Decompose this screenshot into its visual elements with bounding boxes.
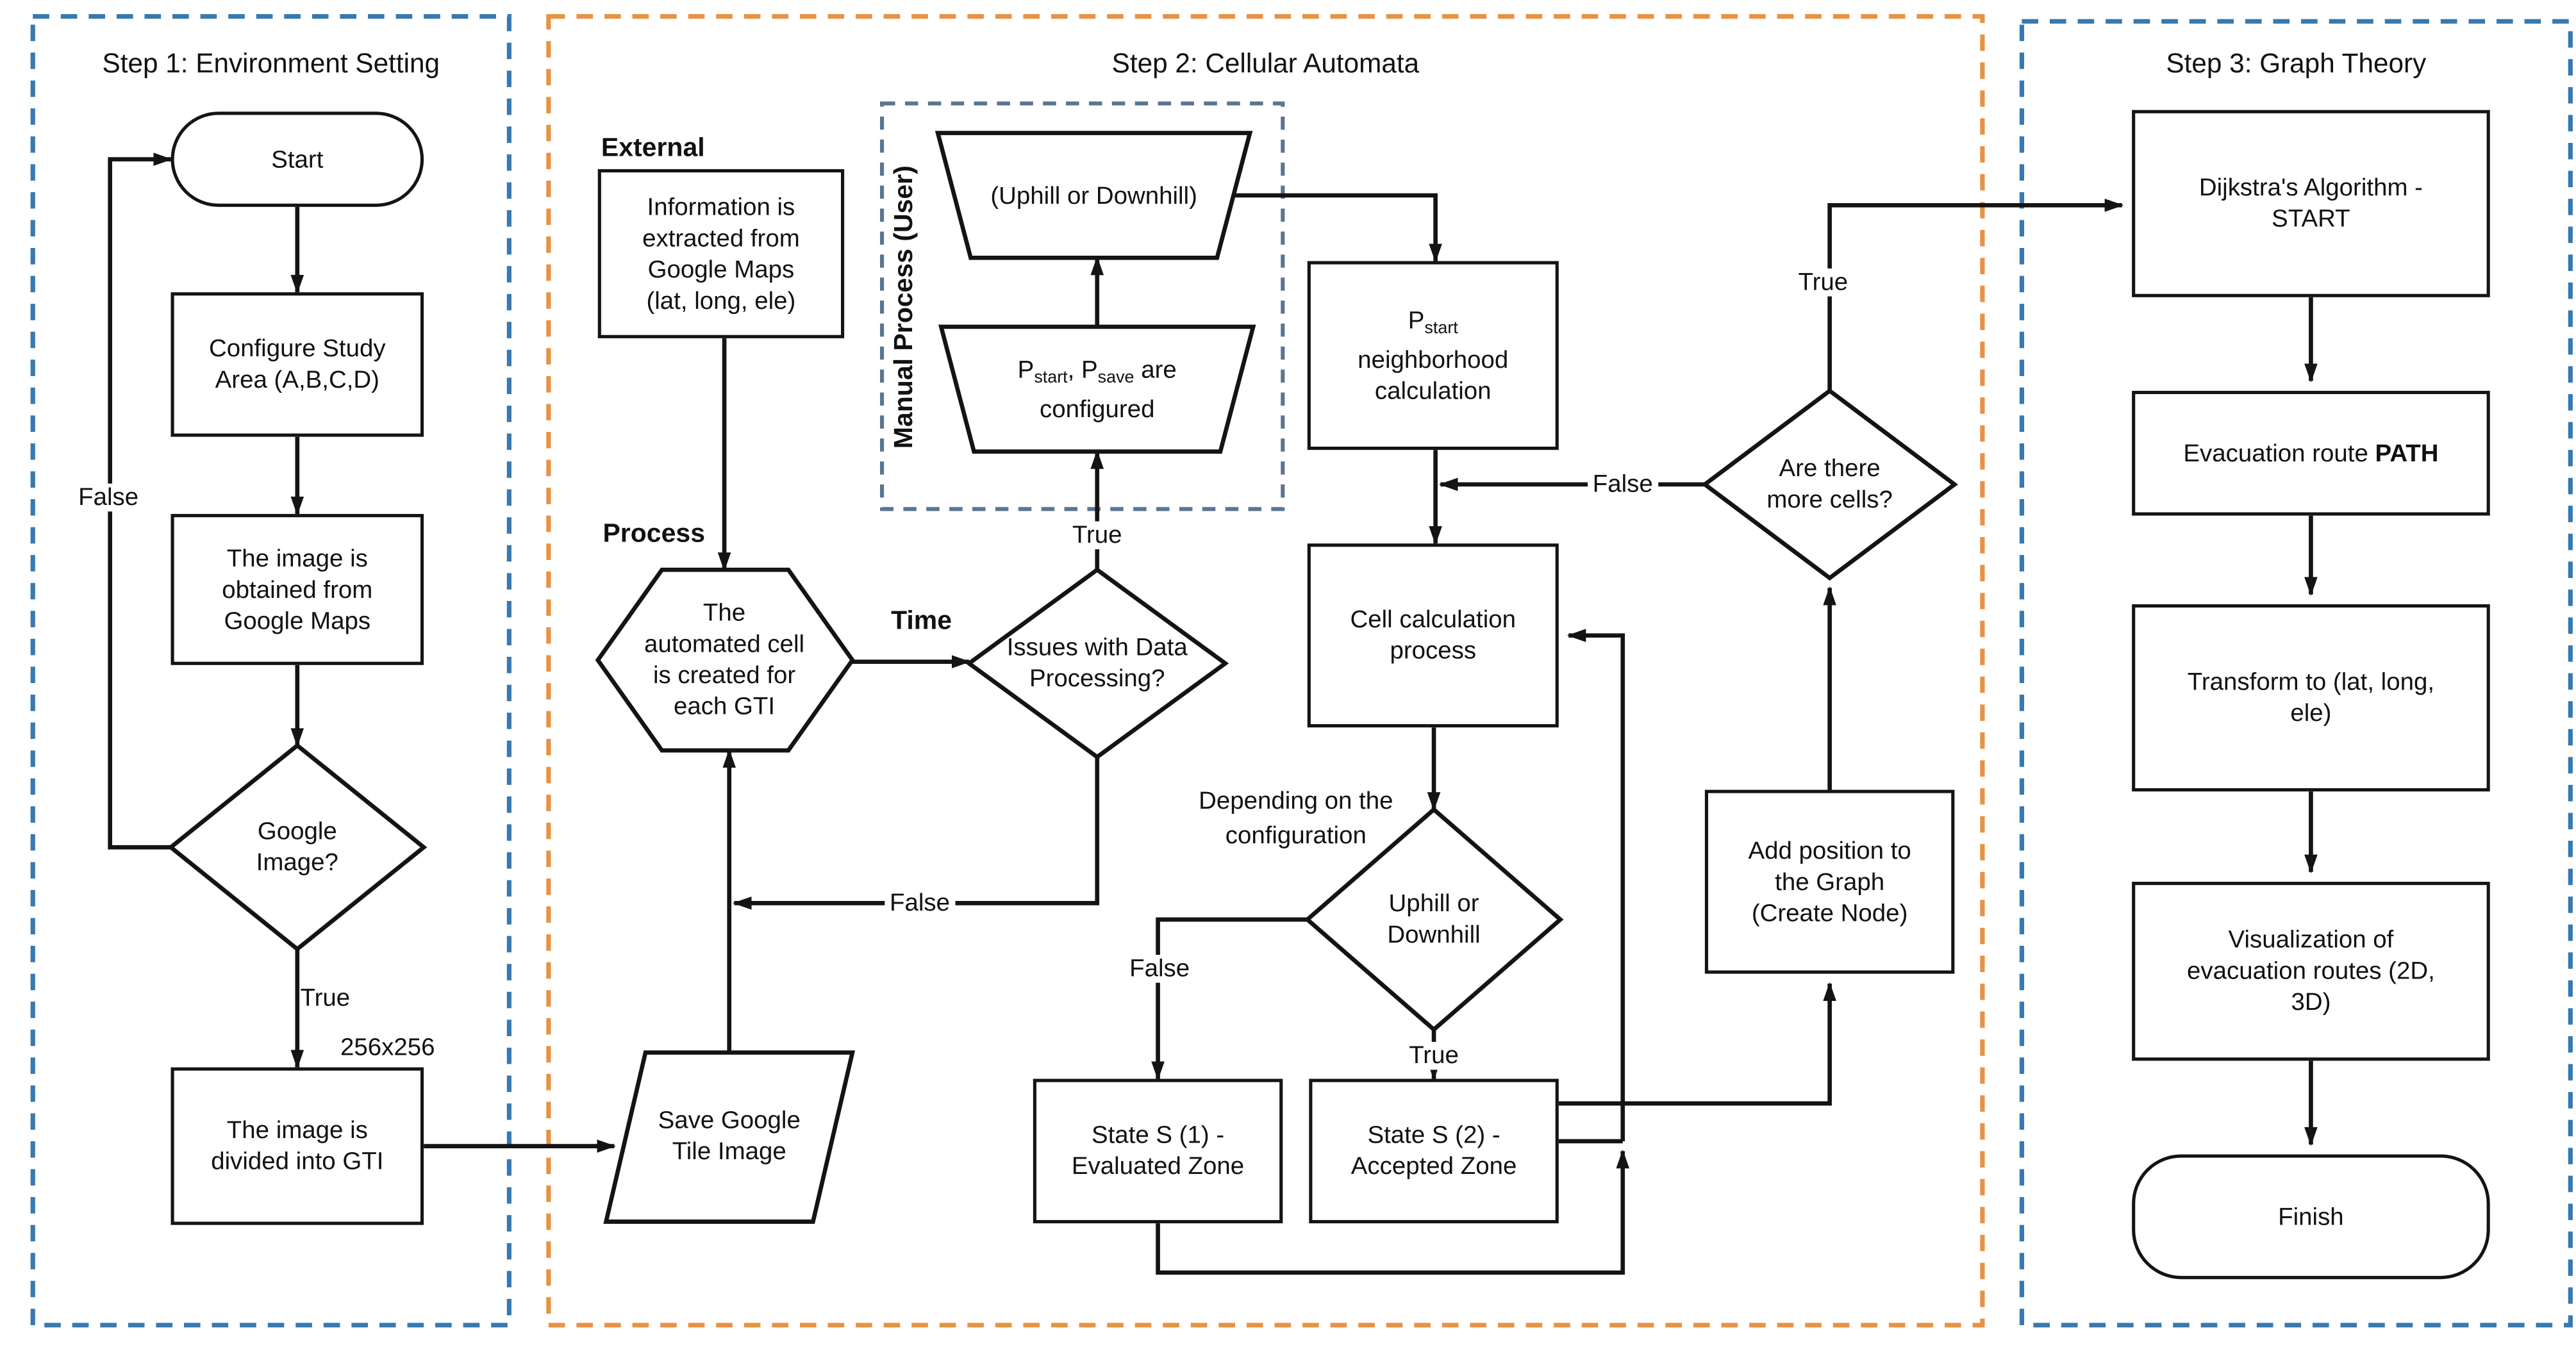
node-state-s2-accepted: State S (2) - Accepted Zone [1309,1078,1559,1224]
uphill-downhill-diamond-shape [1304,806,1564,1033]
step2-title: Step 2: Cellular Automata [1111,49,1420,79]
node-pstart-psave-configured: Pstart, Psave are configured [1017,355,1177,423]
node-evacuation-route-path: Evacuation route PATH [2132,390,2490,516]
save-tile-parallelogram-shape [603,1050,856,1224]
node-automated-cell-hexagon: The automated cell is created for each G… [644,599,805,721]
edge-morecells-true-dijkstra [1827,198,2124,391]
node-image-divided-gti: The image is divided into GTI [170,1067,424,1225]
node-info-extracted: Information is extracted from Google Map… [597,169,845,338]
pconf-trapezoid-shape [938,324,1256,454]
edge-uphill-false-state1 [1151,917,1308,1080]
label-true-uphill: True [1404,1041,1464,1070]
edge-state1-loop-riser [1156,1149,1630,1275]
node-uphill-downhill-decision: Uphill or Downhill [1387,889,1481,950]
step2-border [546,14,1985,1328]
label-depending-line1: Depending on the [1199,787,1393,816]
label-false-issues: False [885,889,955,918]
label-depending-line2: configuration [1225,821,1367,850]
node-save-google-tile: Save Google Tile Image [658,1107,801,1166]
label-external: External [601,135,705,163]
hexagon-shape [595,567,856,753]
node-transform-lat-long-ele: Transform to (lat, long, ele) [2132,604,2490,792]
step1-title: Step 1: Environment Setting [102,49,440,79]
node-google-image-decision: Google Image? [256,818,338,877]
node-state-s1-evaluated: State S (1) - Evaluated Zone [1033,1078,1283,1224]
label-tile-size: 256x256 [340,1034,435,1062]
node-configure-study-area: Configure Study Area (A,B,C,D) [170,292,424,437]
node-finish: Finish [2132,1154,2490,1280]
label-true-google-image: True [300,984,351,1012]
manual-process-title: Manual Process (User) [890,164,918,448]
google-image-diamond-shape [167,743,428,952]
node-pstart-neighborhood: Pstart neighborhood calculation [1307,261,1559,450]
edge-riser-cellcalc [1566,629,1625,1141]
label-false-uphill: False [1124,955,1195,983]
more-cells-diamond-shape [1701,388,1958,581]
node-issues-data-processing: Issues with Data Processing? [1006,634,1188,693]
edge-issues-false-loop [733,757,1100,910]
uphill-trapezoid-shape [935,131,1253,260]
edge-uphilltrap-pneigh [1233,193,1442,263]
manual-process-border [879,101,1285,511]
edge-state2-addgraph [1558,982,1836,1106]
node-image-obtained: The image is obtained from Google Maps [170,514,424,665]
label-process: Process [602,520,705,549]
node-are-there-more-cells: Are there more cells? [1766,454,1893,515]
node-start: Start [170,111,424,207]
label-true-issues: True [1067,521,1127,550]
node-dijkstra-start: Dijkstra's Algorithm - START [2132,110,2490,297]
label-true-more-cells: True [1793,268,1853,297]
issues-diamond-shape [965,567,1229,760]
label-time: Time [891,607,952,636]
node-cell-calculation: Cell calculation process [1307,543,1559,728]
node-visualization-routes: Visualization of evacuation routes (2D, … [2132,882,2490,1061]
step1-border [30,14,511,1328]
label-false-more-cells: False [1588,470,1658,499]
node-uphill-downhill-manual: (Uphill or Downhill) [990,181,1197,210]
node-add-position-graph: Add position to the Graph (Create Node) [1704,789,1955,974]
step3-title: Step 3: Graph Theory [2166,49,2427,79]
label-false-loop: False [73,483,144,512]
